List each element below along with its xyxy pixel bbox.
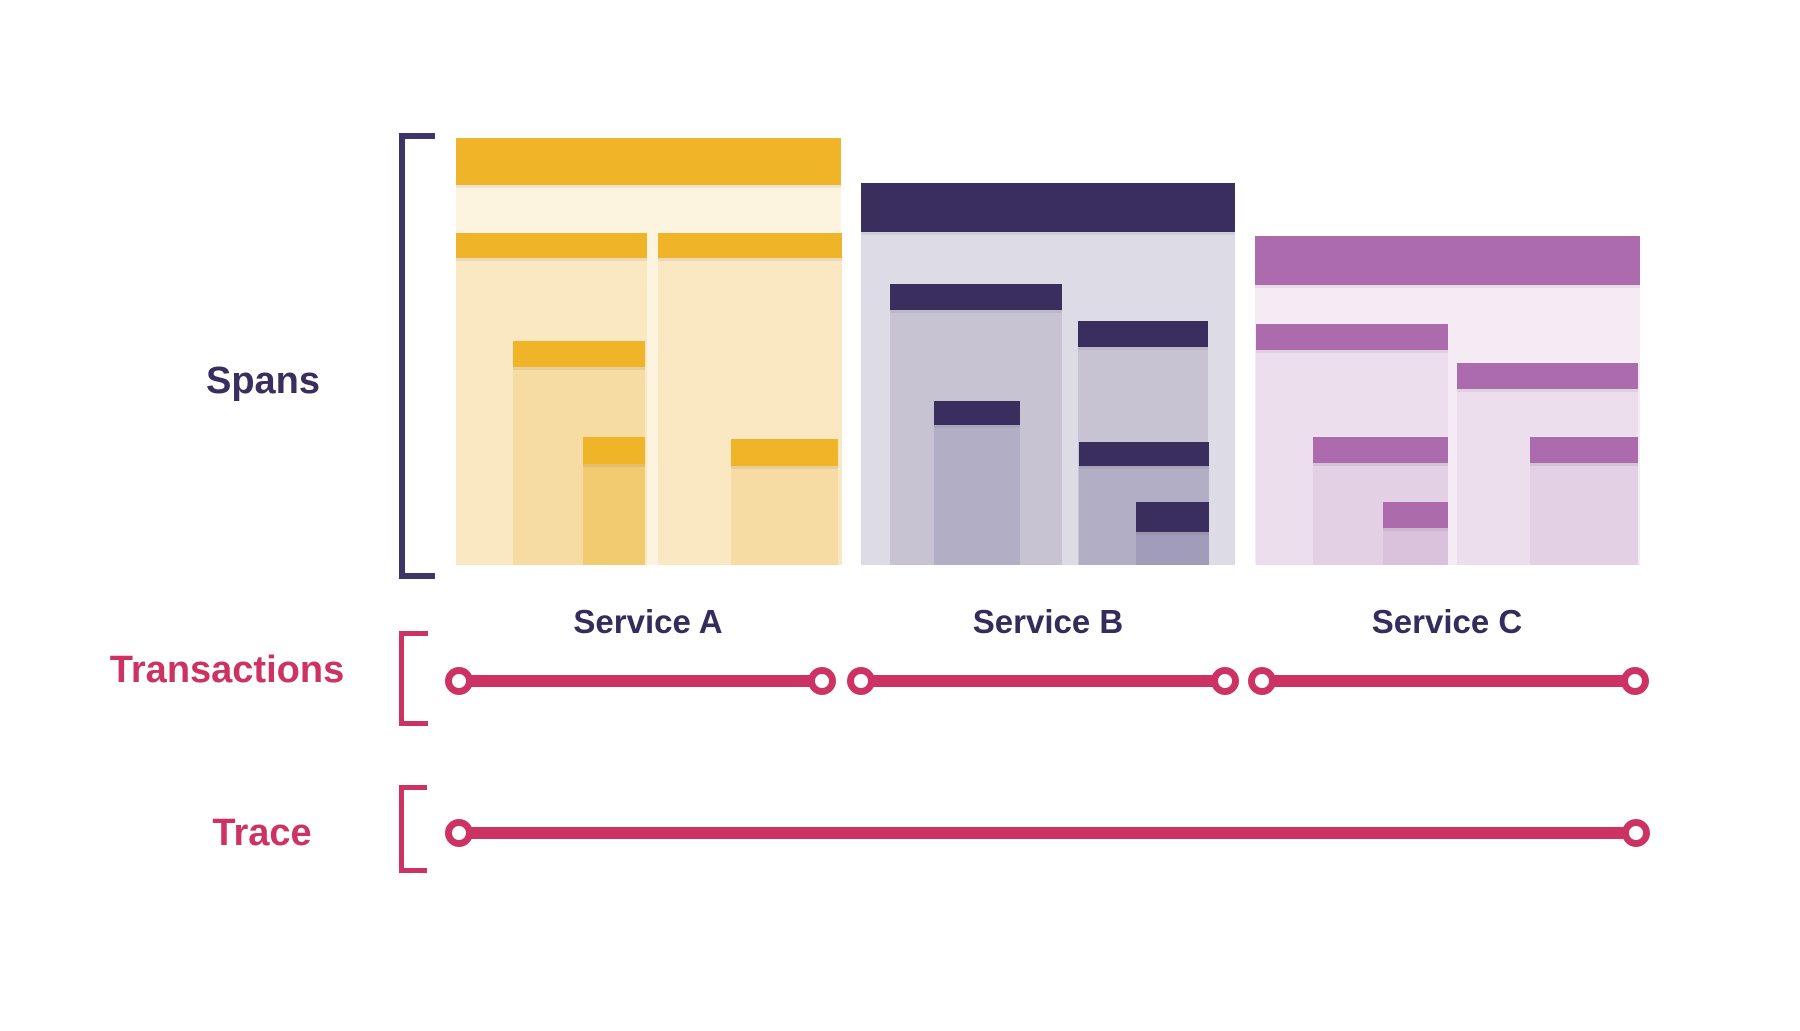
span-bar	[583, 437, 645, 464]
span-bar	[456, 138, 841, 185]
span-bar	[1530, 437, 1638, 463]
timeline-endpoint-icon	[1621, 667, 1649, 695]
timeline-endpoint-icon	[1211, 667, 1239, 695]
timeline-endpoint-icon	[847, 667, 875, 695]
span-bar	[1383, 502, 1448, 528]
span-body	[583, 464, 645, 565]
span-body	[1383, 528, 1448, 565]
service-label: Service C	[1371, 603, 1523, 640]
timeline-line	[861, 675, 1225, 687]
timeline-endpoint-icon	[1248, 667, 1276, 695]
spans-label: Spans	[205, 360, 321, 402]
span-bar	[861, 183, 1235, 232]
span-bar	[1256, 324, 1448, 350]
timeline-endpoint-icon	[445, 667, 473, 695]
timeline-line	[1262, 675, 1635, 687]
timeline-endpoint-icon	[808, 667, 836, 695]
span-bar	[890, 284, 1062, 310]
span-bar	[513, 341, 645, 367]
span-bar	[1078, 321, 1208, 347]
span-body	[1530, 463, 1638, 565]
timeline-endpoint-icon	[1622, 819, 1650, 847]
service-label: Service B	[972, 603, 1124, 640]
span-bar	[658, 233, 842, 258]
transactions-label: Transactions	[109, 649, 345, 691]
timeline-line	[459, 827, 1636, 839]
spans-bracket-icon	[399, 133, 435, 579]
span-bar	[731, 439, 838, 466]
span-body	[731, 466, 838, 565]
transactions-bracket-icon	[399, 631, 428, 726]
span-bar	[1255, 236, 1640, 285]
span-bar	[1457, 363, 1638, 389]
span-bar	[1313, 437, 1448, 463]
trace-label: Trace	[212, 812, 312, 854]
service-label: Service A	[573, 603, 723, 640]
span-bar	[1079, 442, 1209, 466]
span-bar	[934, 401, 1020, 425]
span-body	[1136, 532, 1209, 565]
trace-bracket-icon	[399, 785, 427, 873]
timeline-endpoint-icon	[445, 819, 473, 847]
timeline-line	[459, 675, 822, 687]
span-bar	[1136, 502, 1209, 532]
span-body	[934, 425, 1020, 565]
span-bar	[456, 233, 647, 258]
